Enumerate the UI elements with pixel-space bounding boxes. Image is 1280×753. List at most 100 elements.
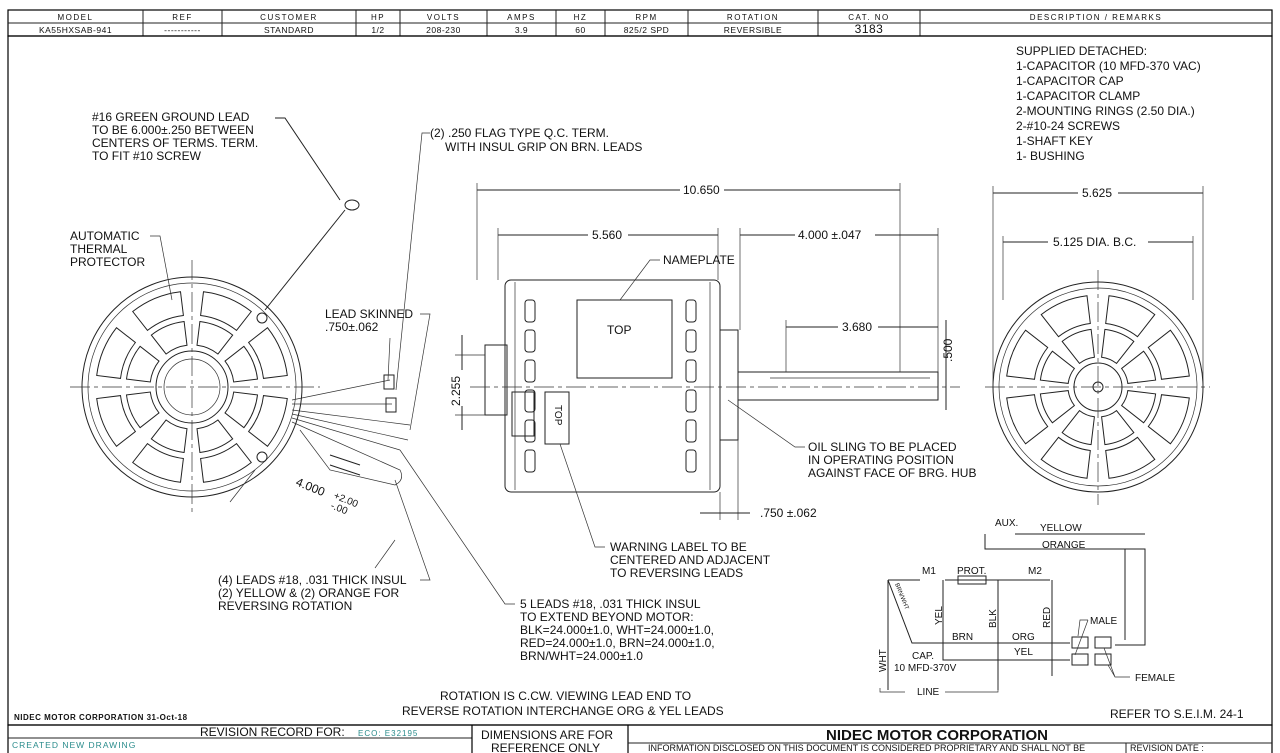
- wire-label: YEL: [1014, 647, 1033, 658]
- lead-length-dim: 4.000: [294, 475, 327, 499]
- column-value: 3183: [855, 22, 884, 36]
- wire-label: MALE: [1090, 616, 1118, 627]
- wire-label: WHT: [878, 649, 889, 672]
- vent-slot: [1120, 390, 1157, 424]
- vent-slot: [1105, 295, 1156, 338]
- wire-label: PROT.: [957, 566, 986, 577]
- vent-slot: [524, 449, 536, 473]
- column-value: 60: [575, 25, 585, 35]
- shaft-extension-dim: 4.000 ±.047: [798, 228, 862, 242]
- rotation-note: REVERSE ROTATION INTERCHANGE ORG & YEL L…: [402, 704, 724, 718]
- vent-slot: [1147, 394, 1190, 445]
- note-line: TO FIT #10 SCREW: [92, 149, 202, 163]
- column-header: AMPS: [507, 13, 536, 22]
- vent-slot: [1147, 329, 1190, 380]
- note-line: AUTOMATIC: [70, 229, 140, 243]
- note-line: PROTECTOR: [70, 255, 145, 269]
- note-line: BRN/WHT=24.000±1.0: [520, 649, 643, 663]
- vent-slot: [125, 391, 160, 429]
- vent-slot: [1039, 350, 1076, 384]
- dims-note: REFERENCE ONLY: [491, 741, 600, 753]
- note-line: AGAINST FACE OF BRG. HUB: [808, 466, 976, 480]
- wire-label: 10 MFD-370V: [894, 663, 957, 674]
- column-value: 825/2 SPD: [624, 25, 670, 35]
- lead-end-view: 4.000 +2.00 -.00: [70, 117, 411, 569]
- wire-label: CAP.: [912, 651, 934, 662]
- revision-date-label: REVISION DATE :: [1130, 743, 1204, 753]
- title-block: REVISION RECORD FOR: ECO: E32195 CREATED…: [7, 724, 1273, 753]
- rotation-note: ROTATION IS C.CW. VIEWING LEAD END TO: [440, 689, 691, 703]
- note-line: CENTERED AND ADJACENT: [610, 553, 771, 567]
- note-line: #16 GREEN GROUND LEAD: [92, 110, 250, 124]
- warning-label-note: WARNING LABEL TO BE CENTERED AND ADJACEN…: [610, 540, 771, 580]
- company-date: NIDEC MOTOR CORPORATION 31-Oct-18: [14, 713, 188, 722]
- wire-label: BLK: [988, 609, 999, 628]
- note-line: OIL SLING TO BE PLACED: [808, 440, 957, 454]
- end-diameter-dim: 5.625: [1082, 186, 1112, 200]
- vent-slot: [1120, 350, 1157, 384]
- column-header: DESCRIPTION / REMARKS: [1030, 13, 1162, 22]
- vent-slot: [685, 389, 697, 413]
- vent-slot: [685, 359, 697, 383]
- supplied-item: 1-CAPACITOR CAP: [1016, 74, 1124, 88]
- column-value: STANDARD: [264, 25, 314, 35]
- wiring-diagram: AUX. YELLOW ORANGE M1 PROT. M2 YEL BLK R…: [878, 518, 1175, 698]
- revision-record-label: REVISION RECORD FOR:: [200, 725, 345, 739]
- spec-table: MODELKA55HXSAB-941REF-----------CUSTOMER…: [7, 9, 1273, 37]
- shaft-end-view: 5.625 5.125 DIA. B.C.: [985, 186, 1210, 505]
- column-header: ROTATION: [727, 13, 779, 22]
- vent-slot: [196, 320, 234, 355]
- vent-slot: [1039, 390, 1076, 424]
- wire-label: M1: [922, 566, 936, 577]
- column-header: HZ: [574, 13, 588, 22]
- nameplate-label: NAMEPLATE: [663, 253, 735, 267]
- body-length-dim: 5.560: [592, 228, 622, 242]
- warning-top-label: TOP: [552, 405, 563, 426]
- column-header: RPM: [635, 13, 657, 22]
- note-line: WARNING LABEL TO BE: [610, 540, 747, 554]
- column-value: 208-230: [426, 25, 461, 35]
- note-line: 5 LEADS #18, .031 THICK INSUL: [520, 597, 701, 611]
- note-line: TO BE 6.000±.250 BETWEEN: [92, 123, 254, 137]
- vent-slot: [131, 291, 184, 332]
- note-line: (2) .250 FLAG TYPE Q.C. TERM.: [430, 126, 609, 140]
- vent-slot: [131, 442, 184, 483]
- column-header: REF: [172, 13, 193, 22]
- top-label: TOP: [607, 323, 631, 337]
- vent-slot: [150, 320, 188, 355]
- vent-slot: [1040, 436, 1091, 479]
- vent-slot: [685, 299, 697, 323]
- column-header: CAT. NO: [848, 13, 889, 22]
- vent-slot: [247, 326, 288, 379]
- column-header: CUSTOMER: [260, 13, 318, 22]
- leads4-note: (4) LEADS #18, .031 THICK INSUL (2) YELL…: [218, 479, 431, 613]
- shaft-flat-dim: 3.680: [842, 320, 872, 334]
- oil-sling-note: OIL SLING TO BE PLACED IN OPERATING POSI…: [808, 440, 976, 480]
- vent-slot: [1101, 409, 1135, 446]
- ground-lead-note: #16 GREEN GROUND LEAD TO BE 6.000±.250 B…: [92, 110, 258, 163]
- vent-slot: [96, 326, 137, 379]
- note-line: RED=24.000±1.0, BRN=24.000±1.0,: [520, 636, 715, 650]
- note-line: REVERSING ROTATION: [218, 599, 352, 613]
- supplied-detached-list: SUPPLIED DETACHED: 1-CAPACITOR (10 MFD-3…: [1016, 44, 1201, 163]
- note-line: WITH INSUL GRIP ON BRN. LEADS: [445, 140, 642, 154]
- wire-label: BRN/WHT: [893, 583, 909, 612]
- company-title: NIDEC MOTOR CORPORATION: [826, 727, 1048, 744]
- vent-slot: [524, 389, 536, 413]
- note-line: TO EXTEND BEYOND MOTOR:: [520, 610, 694, 624]
- leads5-note: 5 LEADS #18, .031 THICK INSUL TO EXTEND …: [399, 449, 715, 663]
- dims-note: DIMENSIONS ARE FOR: [481, 728, 613, 742]
- vent-slot: [247, 395, 288, 448]
- wire-label: YEL: [934, 606, 945, 625]
- motor-side-view: TOP TOP 10.650 5.560 4.000 ±.047 3.680 .…: [448, 183, 960, 548]
- note-line: CENTERS OF TERMS. TERM.: [92, 136, 258, 150]
- supplied-item: 1-CAPACITOR CLAMP: [1016, 89, 1140, 103]
- vent-slot: [524, 329, 536, 353]
- wire-label: FEMALE: [1135, 673, 1175, 684]
- vent-slot: [125, 345, 160, 383]
- note-line: .750±.062: [325, 320, 379, 334]
- vent-slot: [685, 329, 697, 353]
- note-line: BLK=24.000±1.0, WHT=24.000±1.0,: [520, 623, 714, 637]
- vent-slot: [524, 419, 536, 443]
